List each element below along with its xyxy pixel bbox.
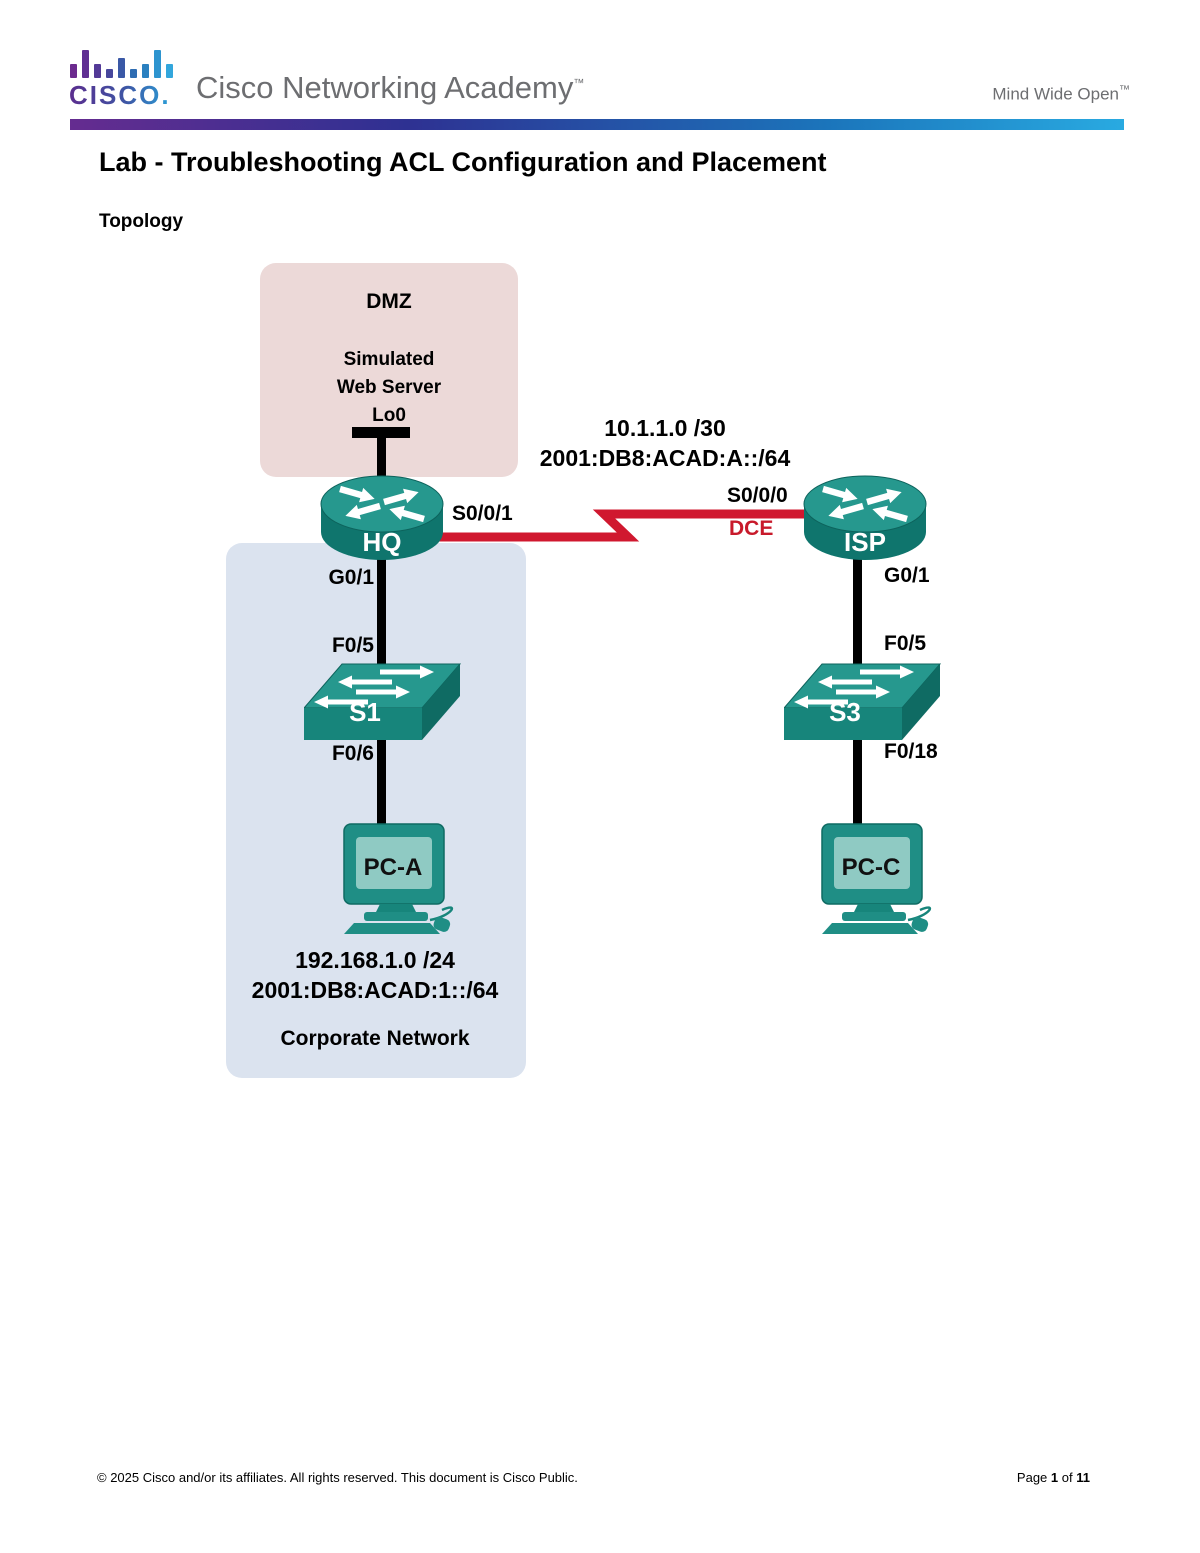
- s1-switch-icon: [304, 663, 462, 740]
- s3-switch-icon: [784, 663, 942, 740]
- total-pages: 11: [1076, 1470, 1090, 1485]
- dmz-zone-label: DMZ: [366, 290, 412, 313]
- pc-a-icon: [343, 823, 454, 934]
- corporate-network-box: [226, 543, 526, 1078]
- serial-link-hq-isp: [438, 509, 810, 542]
- wan-ipv6-network-label: 2001:DB8:ACAD:A::/64: [539, 445, 791, 471]
- cable-s3-pcc: [853, 728, 862, 848]
- loopback-terminator-bar: [352, 427, 410, 438]
- s3-host-interface-label: F0/18: [884, 740, 938, 763]
- s3-switch-label: S3: [829, 697, 861, 727]
- s1-host-interface-label: F0/6: [331, 742, 374, 765]
- mind-wide-open-tagline: Mind Wide Open™: [992, 84, 1130, 105]
- corporate-ipv4-network-label: 192.168.1.0 /24: [295, 947, 455, 973]
- s3-uplink-interface-label: F0/5: [884, 632, 927, 655]
- corporate-ipv6-network-label: 2001:DB8:ACAD:1::/64: [251, 977, 499, 1003]
- pc-c-label: PC-C: [841, 854, 901, 881]
- footer-copyright: © 2025 Cisco and/or its affiliates. All …: [97, 1470, 578, 1485]
- topology-heading: Topology: [99, 211, 184, 232]
- isp-router-icon: [803, 475, 927, 560]
- dce-label: DCE: [729, 517, 774, 540]
- cisco-logo-bars-icon: [70, 44, 173, 78]
- hq-lan-interface-label: G0/1: [328, 566, 374, 589]
- pc-a-label: PC-A: [363, 854, 423, 881]
- wan-ipv4-network-label: 10.1.1.0 /30: [604, 415, 726, 441]
- server-label-line2: Web Server: [336, 377, 442, 398]
- page-title: Lab - Troubleshooting ACL Configuration …: [99, 147, 827, 177]
- footer-page-number: Page 1 of 11: [1017, 1470, 1090, 1485]
- hq-router-label: HQ: [362, 527, 402, 557]
- s1-uplink-interface-label: F0/5: [331, 634, 374, 657]
- mouse-cable: [429, 906, 454, 922]
- tagline-trademark: ™: [1119, 84, 1130, 96]
- cable-hq-s1: [377, 552, 386, 682]
- simulated-web-server-label: Simulated Web Server Lo0: [285, 346, 493, 430]
- page-word: Page: [1016, 1470, 1048, 1485]
- hq-router-icon: [320, 475, 444, 560]
- cisco-logo-wordmark: CISCO.: [69, 80, 171, 110]
- mouse-cable: [907, 906, 932, 922]
- dmz-zone-box: [260, 263, 518, 477]
- current-page: 1: [1050, 1470, 1059, 1485]
- cable-lo0-hq: [377, 434, 386, 482]
- header-gradient-rule: [70, 119, 1124, 130]
- tagline-text: Mind Wide Open: [992, 84, 1119, 104]
- cable-isp-s3: [853, 550, 862, 682]
- academy-title: Cisco Networking Academy™: [196, 70, 584, 106]
- cable-s1-pca: [377, 728, 386, 846]
- mouse-icon: [911, 917, 929, 932]
- isp-serial-interface-label: S0/0/0: [727, 484, 788, 507]
- academy-title-text: Cisco Networking Academy: [196, 70, 574, 105]
- corporate-network-label: Corporate Network: [280, 1027, 470, 1050]
- pc-c-icon: [821, 823, 932, 934]
- academy-trademark: ™: [573, 77, 585, 90]
- loopback-interface-label: Lo0: [372, 405, 406, 426]
- server-label-line1: Simulated: [343, 349, 435, 370]
- s1-switch-label: S1: [349, 697, 381, 727]
- mouse-icon: [433, 917, 451, 932]
- isp-router-label: ISP: [844, 527, 886, 557]
- isp-lan-interface-label: G0/1: [884, 564, 930, 587]
- hq-serial-interface-label: S0/0/1: [452, 502, 513, 525]
- of-word: of: [1061, 1470, 1073, 1485]
